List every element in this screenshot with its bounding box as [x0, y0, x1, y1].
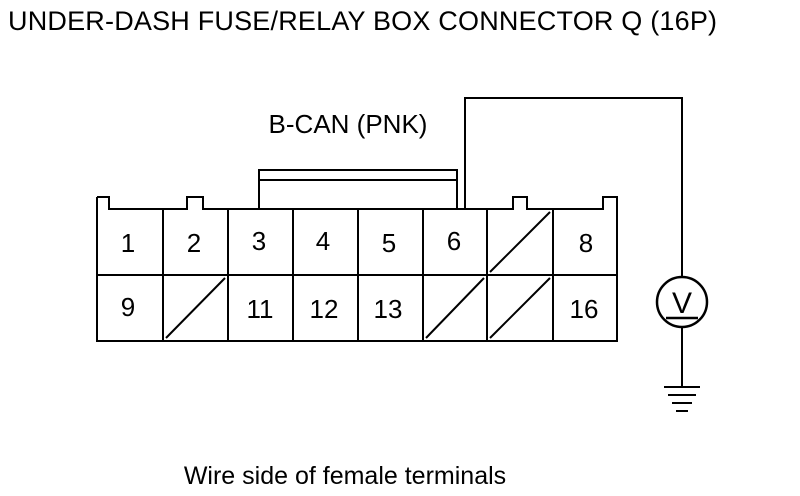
wire-label: B-CAN (PNK): [269, 109, 428, 139]
ground-icon: [664, 386, 700, 412]
probe-wire: [464, 97, 683, 277]
voltmeter-icon: V: [655, 275, 709, 329]
empty-cell-top-7: [489, 211, 551, 273]
terminal-13: 13: [374, 294, 403, 324]
terminal-12: 12: [310, 294, 339, 324]
empty-cell-bottom-7: [489, 277, 551, 339]
diagram-title: UNDER-DASH FUSE/RELAY BOX CONNECTOR Q (1…: [8, 6, 718, 36]
terminal-6: 6: [447, 226, 461, 256]
terminal-3: 3: [252, 226, 266, 256]
b-can-wire-bracket: [258, 169, 458, 209]
terminal-16: 16: [570, 294, 599, 324]
column-dividers: [162, 209, 554, 341]
connector-outline: [96, 196, 618, 342]
terminal-8: 8: [579, 228, 593, 258]
terminal-4: 4: [316, 226, 330, 256]
view-caption: Wire side of female terminals: [183, 462, 507, 490]
terminal-2: 2: [187, 228, 201, 258]
empty-cell-bottom-2: [165, 277, 226, 339]
terminal-1: 1: [121, 228, 135, 258]
terminal-9: 9: [121, 292, 135, 322]
voltmeter-symbol: V: [672, 287, 692, 320]
empty-cell-bottom-6: [425, 277, 485, 339]
terminal-11: 11: [247, 294, 274, 324]
terminal-5: 5: [382, 228, 396, 258]
